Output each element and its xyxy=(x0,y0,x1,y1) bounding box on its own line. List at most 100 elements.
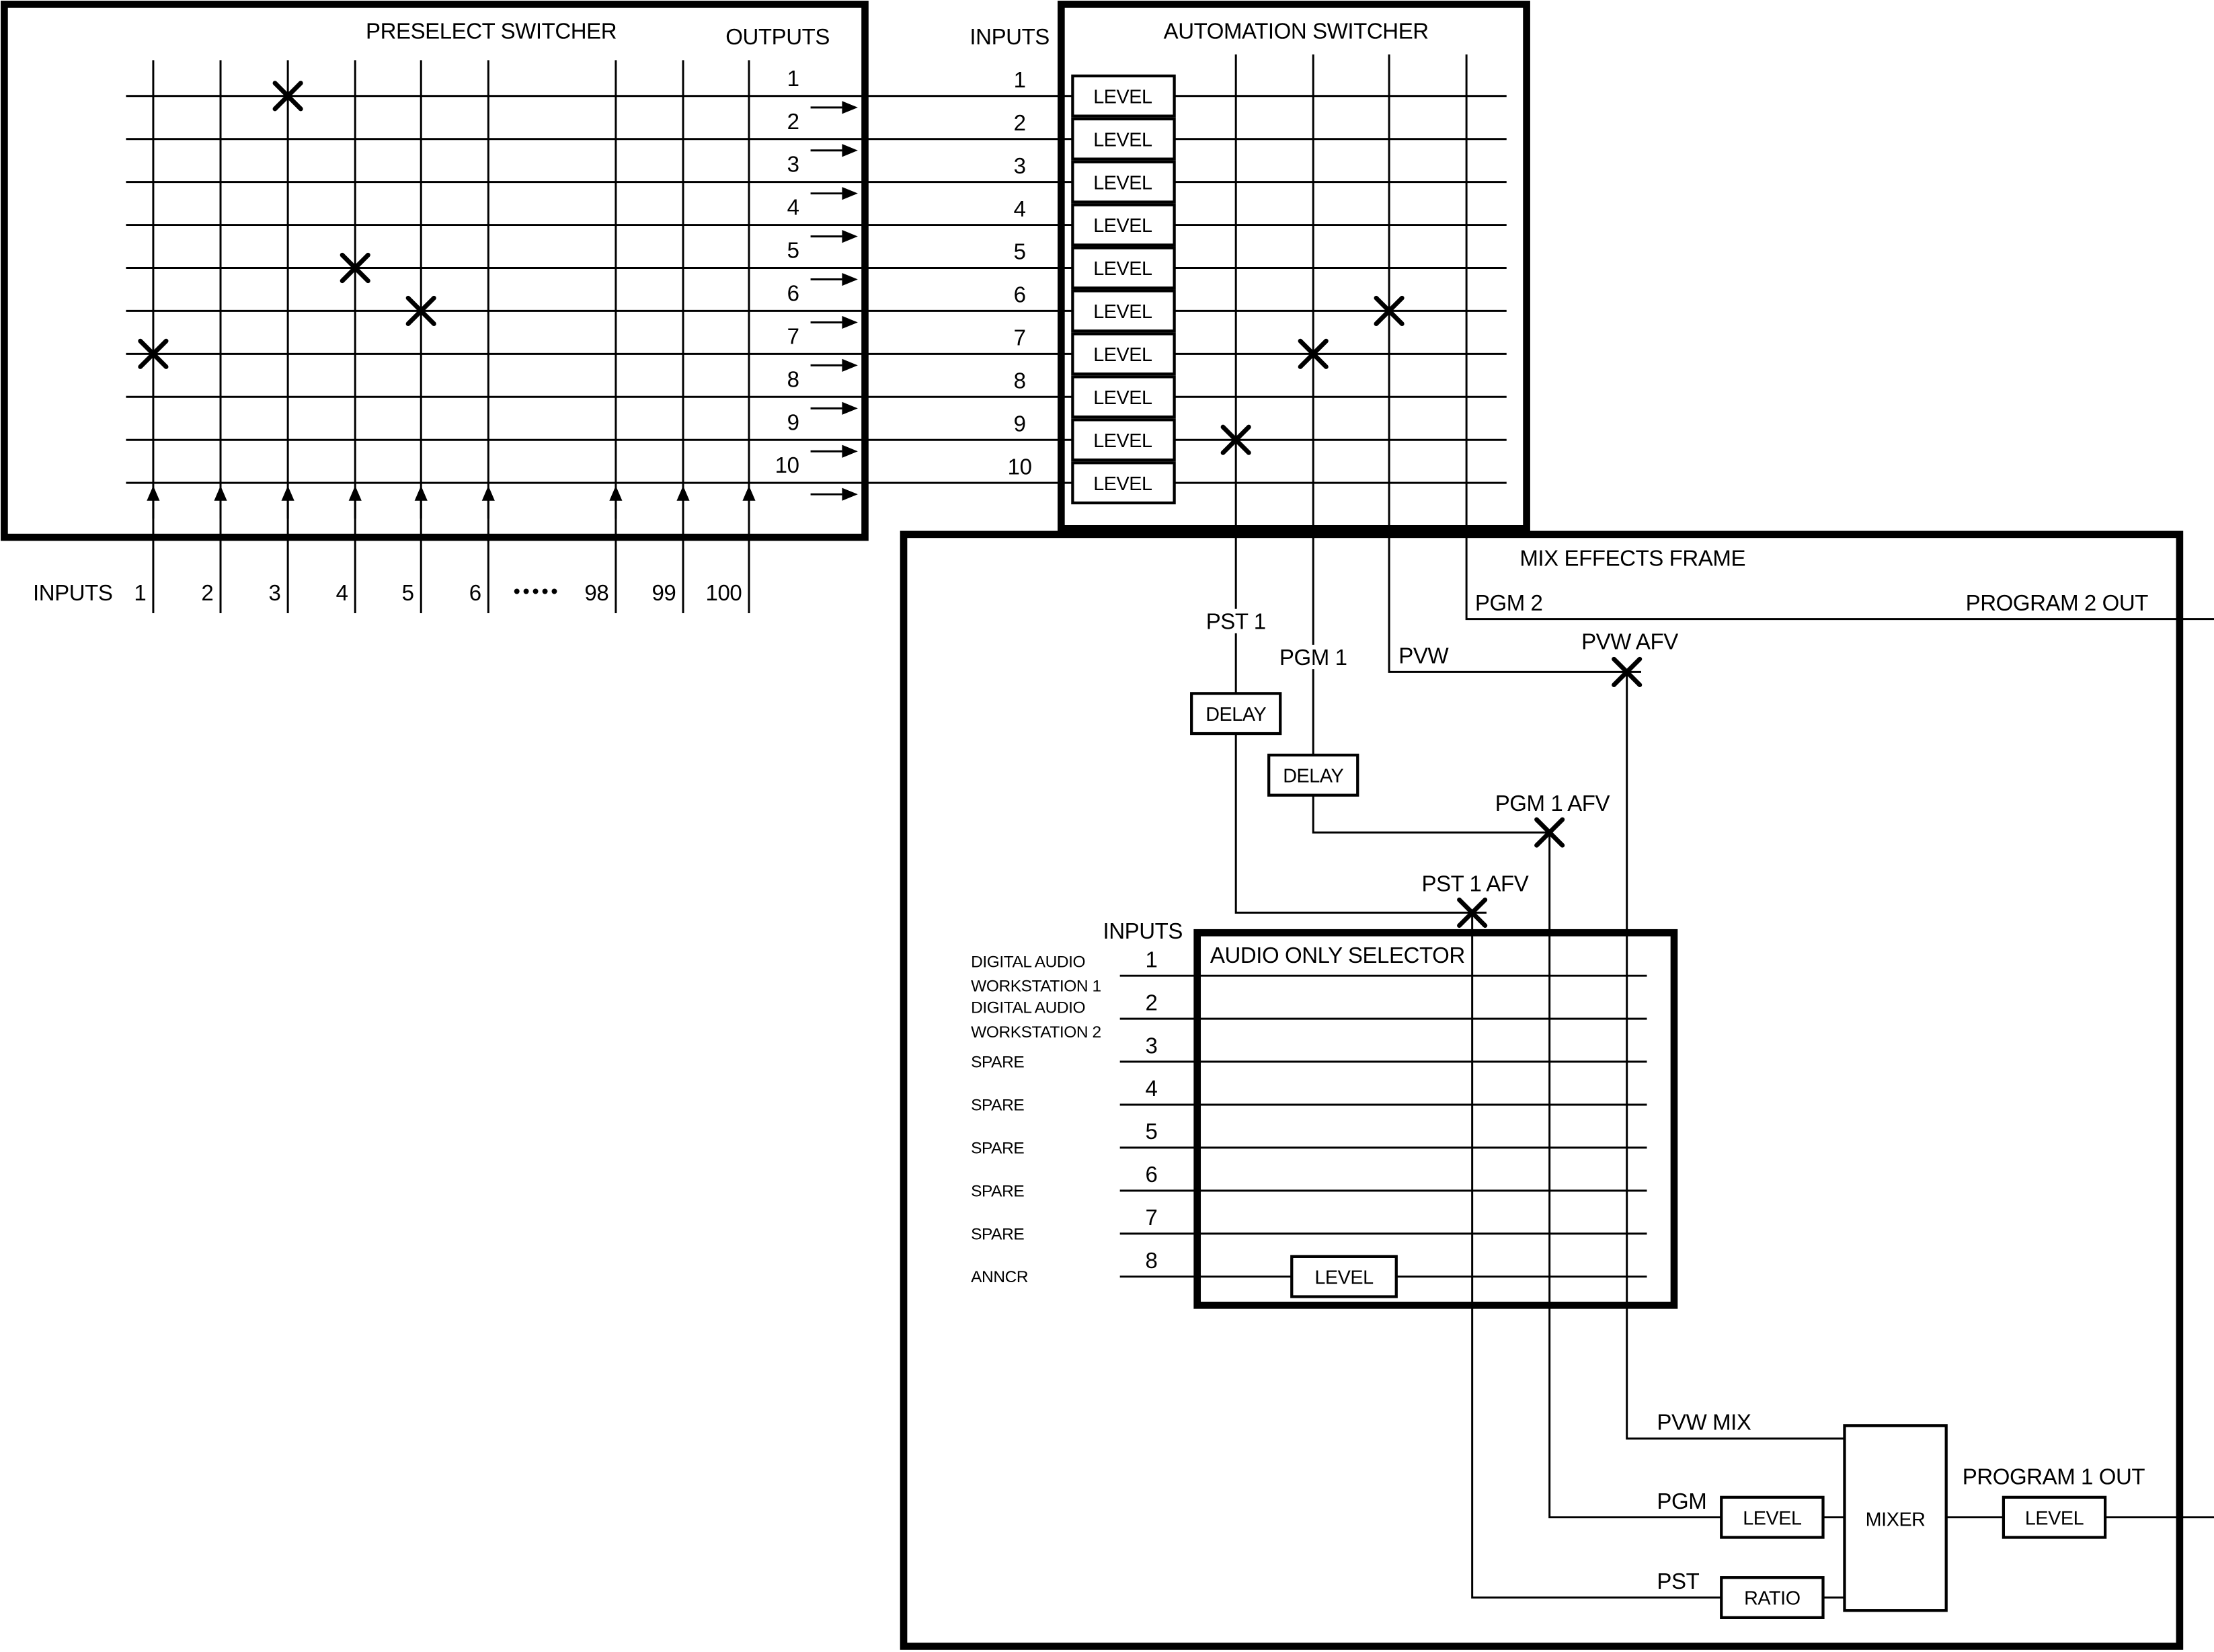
label-underlay xyxy=(1274,644,1353,670)
delay-box-label: DELAY xyxy=(1283,766,1343,787)
level-box-label: LEVEL xyxy=(1093,258,1152,280)
output-number: 8 xyxy=(787,366,799,391)
level-box xyxy=(1071,74,1176,118)
preselect-box xyxy=(1,1,869,541)
pgm-level-label: LEVEL xyxy=(1743,1507,1802,1529)
level-box xyxy=(1071,246,1176,290)
pgm-label: PGM xyxy=(1657,1489,1706,1513)
crosspoint-icon xyxy=(340,252,370,284)
output-level-label: LEVEL xyxy=(2025,1507,2084,1529)
output-number: 9 xyxy=(787,409,799,434)
program2-out-label: PROGRAM 2 OUT xyxy=(1966,590,2149,615)
pgm1-label: PGM 1 xyxy=(1279,645,1347,670)
preselect-grid-columns xyxy=(152,60,750,614)
selector-input-number: 1 xyxy=(1146,947,1158,972)
selector-box xyxy=(1193,929,1678,1309)
selector-input-number: 2 xyxy=(1146,990,1158,1015)
automation-inputs-label: INPUTS xyxy=(970,24,1049,49)
input-arrow-stems xyxy=(152,498,750,519)
selector-inputs-label: INPUTS xyxy=(1103,918,1183,943)
level-box xyxy=(1071,375,1176,419)
automation-input-rows xyxy=(1174,95,1507,484)
pvw-line xyxy=(1388,54,1641,673)
level-box-label: LEVEL xyxy=(1093,172,1152,194)
mixer-box xyxy=(1843,1424,1948,1612)
selector-input-number: 8 xyxy=(1146,1248,1158,1273)
automation-switcher xyxy=(1058,1,1530,533)
selector-input-name: SPARE xyxy=(971,1054,1024,1072)
selector-input-name: ANNCR xyxy=(971,1268,1028,1286)
selector-input-number: 5 xyxy=(1146,1119,1158,1144)
mixer-label: MIXER xyxy=(1866,1509,1926,1530)
level-box-label: LEVEL xyxy=(1093,86,1152,108)
pgm-level-box xyxy=(1720,1495,1825,1539)
automation-input-number: 3 xyxy=(1014,153,1026,178)
selector-labels: INPUTS AUDIO ONLY SELECTOR 1 2 3 4 5 6 7… xyxy=(971,918,1465,1289)
selector-input-name: WORKSTATION 2 xyxy=(971,1023,1101,1041)
selector-input-name: SPARE xyxy=(971,1096,1024,1114)
up-arrow-icon xyxy=(147,485,756,501)
input-number: 6 xyxy=(469,580,481,605)
pst1-afv-label: PST 1 AFV xyxy=(1421,871,1528,896)
delay-box xyxy=(1190,692,1282,736)
crosspoint-icon xyxy=(405,295,436,327)
input-number: 1 xyxy=(134,580,146,605)
level-box xyxy=(1071,289,1176,333)
automation-input-number: 5 xyxy=(1014,239,1026,264)
crosspoint-icon xyxy=(1612,656,1643,688)
mix-effects-frame xyxy=(900,54,2214,1650)
selector-input-name: SPARE xyxy=(971,1182,1024,1200)
automation-box xyxy=(1058,1,1530,533)
level-box xyxy=(1071,117,1176,161)
selector-title: AUDIO ONLY SELECTOR xyxy=(1210,943,1465,968)
mix-effects-title: MIX EFFECTS FRAME xyxy=(1519,546,1745,571)
level-box-label: LEVEL xyxy=(1093,215,1152,237)
pvw-mix-label: PVW MIX xyxy=(1657,1410,1751,1435)
automation-input-number: 8 xyxy=(1014,368,1026,393)
output-number: 3 xyxy=(787,152,799,177)
automation-input-number: 10 xyxy=(1008,454,1032,479)
output-number: 5 xyxy=(787,238,799,263)
pvw-label: PVW xyxy=(1398,643,1449,668)
crosspoint-icon xyxy=(138,338,169,369)
crosspoint-icon xyxy=(1534,817,1565,848)
selector-input-number: 6 xyxy=(1146,1162,1158,1187)
level-box-label: LEVEL xyxy=(1093,129,1152,151)
automation-title: AUTOMATION SWITCHER xyxy=(1164,19,1429,44)
automation-input-number: 2 xyxy=(1014,110,1026,135)
level-box-label: LEVEL xyxy=(1093,301,1152,323)
output-number: 2 xyxy=(787,109,799,134)
input-number: 5 xyxy=(402,580,414,605)
level-box-label: LEVEL xyxy=(1093,344,1152,366)
level-box-label: LEVEL xyxy=(1093,430,1152,452)
input-number: 2 xyxy=(201,580,213,605)
automation-input-number: 1 xyxy=(1014,67,1026,92)
automation-input-number: 6 xyxy=(1014,282,1026,307)
input-number: 99 xyxy=(651,580,676,605)
output-number: 7 xyxy=(787,323,799,348)
outputs-label: OUTPUTS xyxy=(725,24,830,49)
selector-input-rows xyxy=(1119,974,1647,1278)
crosspoint-icon xyxy=(1374,295,1405,327)
selector-input-name: SPARE xyxy=(971,1225,1024,1243)
level-box xyxy=(1071,203,1176,247)
input-number: 100 xyxy=(706,580,742,605)
pgm2-label: PGM 2 xyxy=(1475,590,1543,615)
selector-input-number: 7 xyxy=(1146,1205,1158,1230)
pgm1-afv-label: PGM 1 AFV xyxy=(1495,791,1610,816)
program1-out-label: PROGRAM 1 OUT xyxy=(1963,1464,2145,1489)
preselect-inputs-label: INPUTS xyxy=(33,580,112,605)
label-underlay xyxy=(1199,608,1272,633)
output-number: 1 xyxy=(787,66,799,91)
selector-level-box xyxy=(1290,1255,1398,1298)
level-box xyxy=(1071,418,1176,462)
pst-ratio-box xyxy=(1720,1576,1825,1619)
automation-input-number: 4 xyxy=(1014,196,1026,221)
automation-crosspoints xyxy=(1220,295,1405,455)
selector-input-name: SPARE xyxy=(971,1139,1024,1157)
preselect-title: PRESELECT SWITCHER xyxy=(366,19,617,44)
selector-input-number: 3 xyxy=(1146,1033,1158,1058)
crosspoint-icon xyxy=(272,81,303,112)
automation-input-number: 7 xyxy=(1014,325,1026,350)
output-number: 6 xyxy=(787,280,799,305)
